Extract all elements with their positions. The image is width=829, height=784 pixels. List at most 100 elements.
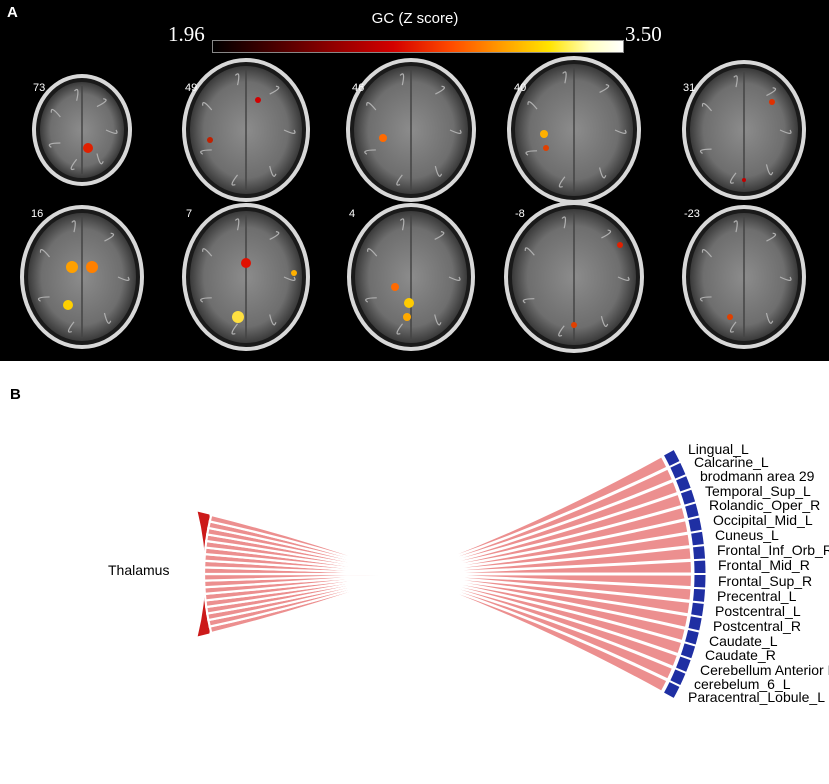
gyrus-line [366,101,377,111]
slice-label--8: -8 [515,208,525,220]
activation-blob [742,178,746,182]
target-arc-0 [662,448,681,468]
target-arc-4 [683,502,700,520]
gyrus-line [269,314,277,326]
activation-blob [403,313,411,321]
brain-slice-31 [682,60,806,200]
colorbar-max-label: 3.50 [625,22,662,46]
gyrus-line [765,312,774,324]
gyrus-line [70,158,78,171]
slice-label-31: 31 [683,82,696,94]
slice-label-4: 4 [349,208,356,220]
panel-b-letter: B [10,386,21,403]
gyrus-line [269,85,280,95]
gyrus-line [37,296,50,302]
gyrus-line [104,232,115,242]
brain-slices-canvas [20,56,806,353]
gyrus-line [558,176,566,188]
gyrus-line [729,321,737,333]
gyrus-line [434,165,443,177]
target-label-0: Lingual_L [688,441,749,457]
slice-label-73: 73 [33,82,46,94]
slice-label-16: 16 [31,208,44,220]
target-label-7: Frontal_Inf_Orb_R [717,542,829,558]
target-label-4: Rolandic_Oper_R [709,497,821,513]
gyrus-line [614,129,627,134]
target-label-16: cerebelum_6_L [694,676,791,692]
gyrus-line [434,231,445,241]
activation-blob [291,270,297,276]
gyrus-line [600,315,609,327]
activation-blob [66,261,78,273]
gyrus-line [699,296,712,302]
target-label-8: Frontal_Mid_R [718,557,810,573]
target-arc-14 [679,642,697,660]
gyrus-line [39,248,51,258]
chord-ribbon-17 [208,513,669,694]
target-label-15: Cerebellum Anterior Lobe [700,662,829,678]
activation-blob [232,311,244,323]
activation-blob [769,99,775,105]
target-label-17: Paracentral_Lobule_L [688,689,825,705]
slice-label-46: 46 [352,82,365,94]
gyrus-line [561,216,567,229]
activation-blob [404,298,414,308]
gyrus-line [74,88,79,101]
target-label-10: Precentral_L [717,588,797,604]
gyrus-line [234,73,240,86]
target-label-6: Cuneus_L [715,527,779,543]
slice-label-7: 7 [186,208,193,220]
target-arc-2 [674,474,692,493]
panel-a-letter: A [7,4,18,21]
gyrus-line [367,248,378,257]
activation-blob [540,130,548,138]
gyrus-line [701,248,713,258]
gyrus-line [435,85,446,95]
gyrus-line [522,298,535,304]
gyrus-line [234,218,240,231]
target-label-14: Caudate_R [705,647,776,663]
target-arc-13 [683,628,700,646]
gyrus-line [269,231,280,241]
gyrus-line [231,323,239,335]
gyrus-line [48,142,61,148]
brain-slice-7 [182,203,310,351]
gyrus-line [779,129,792,134]
target-label-12: Postcentral_R [713,618,801,634]
activation-blob [207,137,213,143]
gyrus-line [396,323,404,335]
gyrus-line [599,84,610,94]
brain-slice-73 [32,74,132,186]
brain-slice--8 [504,201,644,353]
target-arc-10 [691,587,707,603]
target-label-9: Frontal_Sup_R [718,573,813,589]
gyrus-line [598,167,607,179]
gyrus-line [434,314,442,326]
gyrus-line [96,153,104,165]
gyrus-line [733,220,738,233]
gyrus-line [766,87,777,97]
activation-blob [727,314,733,320]
activation-blob [391,283,399,291]
colorbar-min-label: 1.96 [168,22,205,46]
target-label-1: Calcarine_L [694,454,769,470]
gyrus-line [103,312,112,324]
target-arc-1 [669,461,687,480]
target-label-11: Postcentral_L [715,603,801,619]
target-label-2: brodmann area 29 [700,468,815,484]
gyrus-line [283,276,296,281]
gyrus-line [283,129,296,134]
target-arc-17 [662,680,681,700]
gyrus-line [365,297,377,303]
gyrus-line [729,172,737,184]
gyrus-line [202,248,213,257]
brain-slice-49 [182,58,310,202]
target-arc-16 [669,668,687,687]
target-arc-5 [687,516,703,533]
brain-slice-40 [507,56,641,204]
colorbar [212,40,624,53]
target-arc-7 [691,545,707,561]
gyrus-line [50,108,61,118]
activation-blob [543,145,549,151]
